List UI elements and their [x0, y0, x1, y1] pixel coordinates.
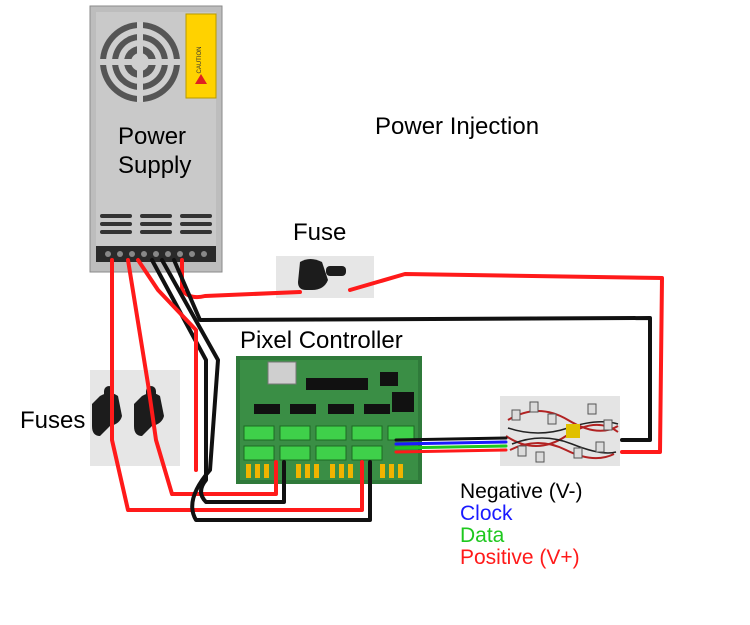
pixel-controller [236, 356, 422, 484]
fuses-label: Fuses [20, 407, 86, 434]
wire-positive-injection-2 [348, 272, 664, 454]
sd-card-slot [267, 361, 297, 385]
microcontroller-chip [306, 378, 368, 390]
wire-positive-branch-1 [110, 258, 364, 512]
diagram-title: Power Injection [375, 113, 540, 140]
wire-bus-negative [394, 436, 508, 442]
caution-text: CAUTION [197, 47, 203, 74]
legend-data: Data [460, 524, 505, 547]
wire-negative-branch-1 [150, 258, 286, 504]
power-supply-label-line2: Supply [118, 152, 192, 179]
wire-legend: Negative (V-) Clock Data Positive (V+) [460, 481, 583, 569]
fuse-label: Fuse [293, 219, 347, 246]
wire-bus-data [394, 444, 508, 450]
wire-positive-branch-1b [136, 258, 198, 472]
pixel-controller-label: Pixel Controller [240, 327, 403, 354]
legend-clock: Clock [460, 502, 513, 525]
wire-bus-positive [394, 448, 508, 454]
legend-positive: Positive (V+) [460, 546, 580, 569]
legend-negative: Negative (V-) [460, 480, 583, 503]
led-pixel-string [500, 396, 620, 466]
wires [110, 258, 664, 522]
vent-slots [100, 214, 212, 234]
power-supply: CAUTION [89, 5, 223, 273]
fan-grille-icon [100, 22, 180, 102]
warning-icon [195, 74, 207, 84]
wire-bus-clock [394, 440, 508, 446]
driver-chips [254, 404, 390, 414]
controller-terminals [243, 425, 415, 461]
branch-fuses [90, 370, 180, 466]
wire-negative-injection [172, 258, 652, 442]
wire-negative-branch-2 [160, 258, 372, 522]
wire-positive-branch-2 [126, 258, 278, 496]
power-supply-label-line1: Power [118, 123, 187, 150]
board-fuses [246, 464, 403, 478]
